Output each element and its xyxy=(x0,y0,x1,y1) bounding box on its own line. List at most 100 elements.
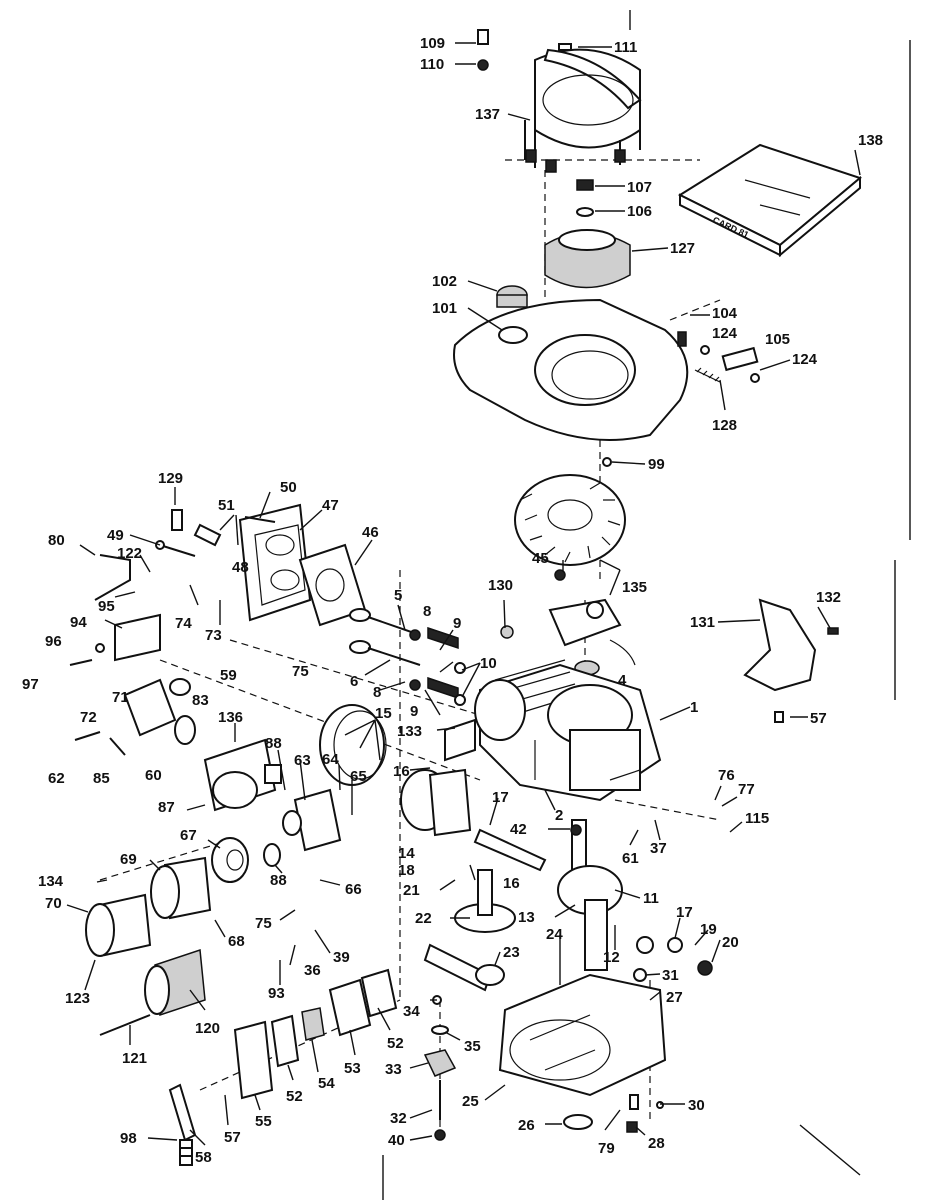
callout-c87: 87 xyxy=(158,799,175,816)
callout-c61: 61 xyxy=(622,850,639,867)
callout-c55: 55 xyxy=(255,1113,272,1130)
callout-c110: 110 xyxy=(420,56,444,73)
callout-c132: 132 xyxy=(816,589,841,606)
callout-c54: 54 xyxy=(318,1075,335,1092)
callout-c9b: 9 xyxy=(410,703,418,720)
callout-c72: 72 xyxy=(80,709,97,726)
callout-c99: 99 xyxy=(648,456,665,473)
callout-c88a: 88 xyxy=(265,735,282,752)
callout-c63: 63 xyxy=(294,752,311,769)
callout-c9a: 9 xyxy=(453,615,461,632)
callout-c17b: 17 xyxy=(676,904,693,921)
callout-c58: 58 xyxy=(195,1149,212,1166)
callout-c123: 123 xyxy=(65,990,90,1007)
callout-c8b: 8 xyxy=(373,684,381,701)
callout-c31: 31 xyxy=(662,967,679,984)
callout-c57b: 57 xyxy=(224,1129,241,1146)
callout-c53: 53 xyxy=(344,1060,361,1077)
callout-c50: 50 xyxy=(280,479,297,496)
owners-manual: CARD 81 xyxy=(677,143,863,258)
callout-c24: 24 xyxy=(546,926,563,943)
callout-c2: 2 xyxy=(555,807,563,824)
callout-c94: 94 xyxy=(70,614,87,631)
callout-c18: 18 xyxy=(398,862,415,879)
callout-c83: 83 xyxy=(192,692,209,709)
callout-c21: 21 xyxy=(403,882,420,899)
crankcase-sump xyxy=(423,973,667,1141)
callout-c71: 71 xyxy=(112,689,129,706)
callout-c124b: 124 xyxy=(792,351,818,368)
callout-c96: 96 xyxy=(45,633,62,650)
air-filter-element xyxy=(544,229,631,289)
callout-c131: 131 xyxy=(690,614,715,631)
callout-c68: 68 xyxy=(228,933,245,950)
ignition-module xyxy=(548,598,636,676)
callout-c32: 32 xyxy=(390,1110,407,1127)
callout-c120: 120 xyxy=(195,1020,220,1037)
muffler-gaskets xyxy=(168,968,398,1166)
air-cleaner-cover xyxy=(524,48,642,173)
callout-c121: 121 xyxy=(122,1050,147,1067)
callout-c104: 104 xyxy=(712,305,738,322)
callout-c64: 64 xyxy=(322,751,339,768)
callout-c33: 33 xyxy=(385,1061,402,1078)
callout-c17a: 17 xyxy=(492,789,509,806)
carburetor xyxy=(203,738,282,812)
cover-hardware xyxy=(477,29,594,217)
callout-c127: 127 xyxy=(670,240,695,257)
callout-c62: 62 xyxy=(48,770,65,787)
callout-c27: 27 xyxy=(666,989,683,1006)
callout-c109: 109 xyxy=(420,35,445,52)
callout-c19: 19 xyxy=(700,921,717,938)
control-linkage xyxy=(69,509,276,756)
callout-c73: 73 xyxy=(205,627,222,644)
callout-c36: 36 xyxy=(304,962,321,979)
callout-c60: 60 xyxy=(145,767,162,784)
callout-c105: 105 xyxy=(765,331,790,348)
callout-c52a: 52 xyxy=(387,1035,404,1052)
callout-c75b: 75 xyxy=(255,915,272,932)
callout-c74: 74 xyxy=(175,615,192,632)
callout-c75a: 75 xyxy=(292,663,309,680)
callout-c48: 48 xyxy=(232,559,249,576)
callout-c67: 67 xyxy=(180,827,197,844)
callout-c111: 111 xyxy=(614,39,637,56)
callout-c46: 46 xyxy=(362,524,379,541)
callout-c80: 80 xyxy=(48,532,65,549)
shroud-bracket xyxy=(743,598,839,723)
cylinder-block xyxy=(474,625,662,802)
callout-c135: 135 xyxy=(622,579,647,596)
callout-c16b: 16 xyxy=(503,875,520,892)
air-cleaner-parts xyxy=(85,837,249,1036)
callout-c4: 4 xyxy=(618,672,627,689)
callout-c25: 25 xyxy=(462,1093,479,1110)
callout-c1: 1 xyxy=(690,699,698,716)
callout-c77: 77 xyxy=(738,781,755,798)
callout-c102: 102 xyxy=(432,273,457,290)
callout-c35: 35 xyxy=(464,1038,481,1055)
callout-c69: 69 xyxy=(120,851,137,868)
frame-lines xyxy=(382,10,911,1200)
callout-c95: 95 xyxy=(98,598,115,615)
cylinder-head xyxy=(238,503,367,627)
callout-c47: 47 xyxy=(322,497,339,514)
callout-c122: 122 xyxy=(117,545,142,562)
callout-c39: 39 xyxy=(333,949,350,966)
callout-c14: 14 xyxy=(398,845,415,862)
callout-c20: 20 xyxy=(722,934,739,951)
crankshaft xyxy=(557,819,623,971)
callout-c101: 101 xyxy=(432,300,457,317)
callout-c136: 136 xyxy=(218,709,243,726)
callout-c26: 26 xyxy=(518,1117,535,1134)
flywheel xyxy=(514,474,626,581)
callout-c93: 93 xyxy=(268,985,285,1002)
callout-c124a: 124 xyxy=(712,325,738,342)
callout-c30: 30 xyxy=(688,1097,705,1114)
callout-c6: 6 xyxy=(350,673,358,690)
callout-c88b: 88 xyxy=(270,872,287,889)
fuel-tank xyxy=(453,285,689,441)
callout-c16a: 16 xyxy=(393,763,410,780)
governor-parts xyxy=(633,936,713,1006)
callout-c51: 51 xyxy=(218,497,235,514)
